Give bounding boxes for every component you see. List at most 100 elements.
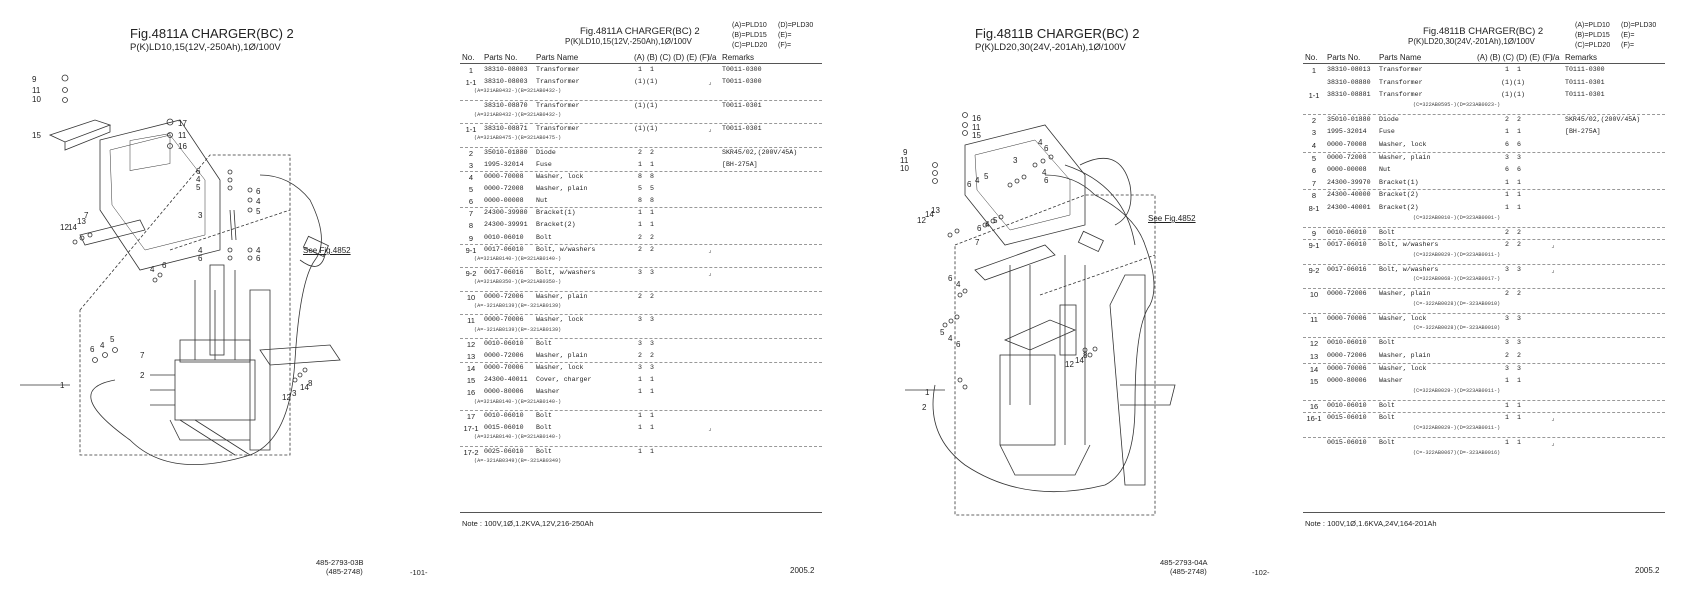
row-parts-no: 0000-80006 bbox=[1327, 377, 1367, 385]
row-item-no: 10 bbox=[466, 292, 476, 302]
row-item-no: 15 bbox=[466, 376, 476, 386]
row-qty-b: 5 bbox=[650, 185, 654, 193]
row-parts-no: 24300-39970 bbox=[1327, 178, 1371, 186]
row-parts-name: Washer, lock bbox=[536, 173, 584, 181]
row-qty-a: 1 bbox=[638, 412, 642, 420]
row-divider bbox=[1303, 263, 1665, 265]
row-divider bbox=[1303, 436, 1665, 438]
see-fig-4852-link-b[interactable]: See Fig.4852 bbox=[1148, 214, 1196, 223]
row-serial-range: (A=321AB0140-)(B=321AB0140-) bbox=[474, 434, 562, 441]
row-parts-name: Washer bbox=[536, 388, 560, 396]
row-qty-a: 3 bbox=[638, 269, 642, 277]
row-qty-a: 3 bbox=[638, 364, 642, 372]
row-qty-a: 2 bbox=[638, 245, 642, 253]
row-qty-d: 1 bbox=[1517, 438, 1521, 446]
row-item-no: 11 bbox=[467, 316, 475, 326]
table-subtitle: P(K)LD10,15(12V,-250Ah),1Ø/100V bbox=[565, 37, 692, 46]
svg-text:5: 5 bbox=[110, 335, 115, 344]
row-qty-d: 6 bbox=[1517, 166, 1521, 174]
row-parts-name: Bolt bbox=[536, 233, 552, 241]
table-subtitle: P(K)LD20,30(24V,-201Ah),1Ø/100V bbox=[1408, 37, 1535, 46]
row-serial-range: (C=-322AB0028)(D=-323AB0010) bbox=[1413, 300, 1501, 307]
row-qty-d: 2 bbox=[1517, 115, 1521, 123]
row-qty-d: 1 bbox=[1517, 401, 1521, 409]
row-remarks: SKR45/02,(200V/45A) bbox=[1565, 115, 1641, 123]
row-serial-range: (C=322AB0029-)(D=323AB0011-) bbox=[1413, 387, 1501, 394]
row-qty-b: 8 bbox=[650, 173, 654, 181]
row-item-no: 9 bbox=[1311, 228, 1317, 238]
row-parts-name: Bracket(2) bbox=[1379, 191, 1419, 199]
svg-text:6: 6 bbox=[956, 340, 961, 349]
date-stamp: 2005.2 bbox=[1635, 566, 1660, 575]
row-parts-name: Bolt, w/washers bbox=[536, 245, 596, 253]
row-qty-c: 3 bbox=[1505, 153, 1509, 161]
row-qty-c: 3 bbox=[1505, 364, 1509, 372]
row-parts-name: Transformer bbox=[1379, 66, 1423, 73]
row-parts-no: 24300-40001 bbox=[1327, 203, 1371, 211]
svg-text:2: 2 bbox=[922, 403, 927, 412]
row-divider bbox=[460, 207, 822, 209]
row-parts-no: 0010-06010 bbox=[484, 340, 524, 348]
column-header-cols: (A) (B) (C) (D) (E) (F) bbox=[634, 53, 710, 62]
svg-text:14: 14 bbox=[68, 223, 77, 232]
row-item-no: 9-1 bbox=[1308, 241, 1320, 251]
row-parts-no: 0000-72006 bbox=[484, 292, 524, 300]
row-qty-c: 3 bbox=[1505, 339, 1509, 347]
row-qty-b: 3 bbox=[650, 364, 654, 372]
row-parts-no: 0025-06010 bbox=[484, 447, 524, 455]
legend-entry: (E)= bbox=[778, 32, 792, 39]
row-qty-b: 2 bbox=[650, 352, 654, 360]
legend-entry: (C)=PLD20 bbox=[732, 42, 768, 49]
svg-text:4: 4 bbox=[985, 220, 990, 229]
row-qty-b: 3 bbox=[650, 316, 654, 324]
row-qty-b: 3 bbox=[650, 340, 654, 348]
row-qty-d: 2 bbox=[1517, 290, 1521, 298]
row-item-no: 1-1 bbox=[1308, 91, 1320, 101]
row-parts-no: 0015-06010 bbox=[484, 424, 524, 432]
row-qty-a: 8 bbox=[638, 197, 642, 205]
row-qty-d: 1 bbox=[1517, 203, 1521, 211]
row-qty-d: 2 bbox=[1517, 352, 1521, 360]
row-item-no: 7 bbox=[1311, 178, 1317, 188]
svg-text:6: 6 bbox=[162, 261, 167, 270]
row-parts-no: 38310-08013 bbox=[1327, 66, 1371, 73]
row-ia: ⌟ bbox=[708, 126, 712, 134]
row-item-no: 2 bbox=[468, 148, 474, 158]
row-parts-name: Bolt bbox=[536, 412, 552, 420]
svg-text:6: 6 bbox=[198, 254, 203, 263]
row-parts-no: 24300-39980 bbox=[484, 209, 528, 217]
table-title: Fig.4811B CHARGER(BC) 2 bbox=[1423, 26, 1544, 37]
legend-entry: (F)= bbox=[1621, 42, 1635, 49]
row-divider bbox=[460, 267, 822, 269]
see-fig-4852-link-a[interactable]: See Fig.4852 bbox=[303, 246, 351, 255]
row-remarks: T0111-0300 bbox=[1565, 66, 1605, 73]
row-qty-c: 1 bbox=[1505, 191, 1509, 199]
row-qty-d: 2 bbox=[1517, 241, 1521, 249]
row-parts-no: 0000-70006 bbox=[1327, 364, 1367, 372]
row-parts-name: Bracket(1) bbox=[536, 209, 576, 217]
row-parts-name: Transformer bbox=[536, 78, 580, 86]
row-parts-name: Washer, plain bbox=[1379, 352, 1431, 360]
row-divider bbox=[1303, 288, 1665, 290]
row-divider bbox=[1303, 113, 1665, 115]
row-divider bbox=[460, 123, 822, 125]
column-header-parts-no: Parts No. bbox=[484, 53, 518, 62]
row-parts-name: Bolt bbox=[1379, 401, 1395, 409]
row-qty-c: 3 bbox=[1505, 314, 1509, 322]
row-remarks: SKR45/02,(200V/45A) bbox=[722, 148, 798, 156]
footer-code-b: 485-2793-04A bbox=[1160, 558, 1208, 567]
column-header-no: No. bbox=[1305, 53, 1318, 62]
row-item-no: 16 bbox=[1309, 401, 1319, 411]
row-parts-name: Cover, charger bbox=[536, 376, 592, 384]
table-bottom-rule bbox=[460, 512, 822, 513]
svg-text:3: 3 bbox=[1013, 156, 1018, 165]
